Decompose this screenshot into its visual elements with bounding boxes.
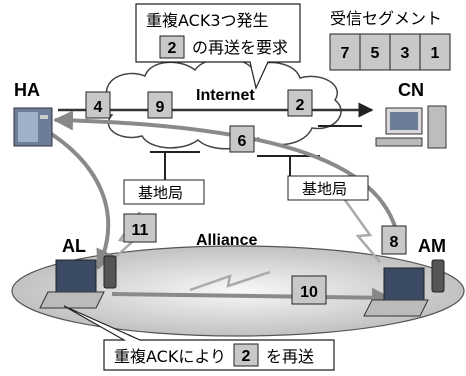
callout-top-line1: 重複ACK3つ発生: [146, 11, 269, 30]
am-label: AM: [418, 236, 446, 256]
svg-text:4: 4: [94, 99, 103, 116]
al-label: AL: [62, 236, 86, 256]
packet-2: 2: [287, 89, 313, 117]
routes: [43, 102, 402, 308]
svg-text:9: 9: [156, 99, 165, 116]
svg-text:8: 8: [390, 234, 399, 251]
callout-bottom: 重複ACKにより 2 を再送: [63, 305, 335, 371]
callout-bottom-line1: 重複ACKにより: [114, 347, 226, 366]
packet-4: 4: [85, 91, 111, 119]
base-station-box-left: [123, 179, 205, 205]
recv-title: 受信セグメント: [330, 9, 442, 28]
ha-label: HA: [14, 80, 40, 100]
route-10: [111, 287, 392, 308]
cn-label: CN: [398, 80, 424, 100]
ha-computer-icon: [13, 107, 53, 147]
route-11: [43, 128, 115, 270]
packet-8: 8: [381, 225, 407, 255]
callout-bottom-seq: 2: [242, 348, 251, 365]
svg-text:2: 2: [296, 97, 305, 114]
callout-top-line2: の再送を要求: [192, 38, 288, 57]
am-laptop-icon: [363, 259, 445, 317]
packet-9: 9: [147, 91, 173, 119]
recv-segment-0: 7: [341, 45, 350, 62]
base-station-box-right: [287, 175, 369, 201]
packet-11: 11: [123, 213, 157, 243]
route-6: [53, 110, 402, 253]
alliance-area: [11, 245, 465, 337]
svg-text:10: 10: [300, 284, 318, 301]
recv-segment-2: 3: [401, 45, 410, 62]
callout-top: 重複ACK3つ発生 2 の再送を要求: [135, 3, 301, 90]
callout-top-seq: 2: [168, 40, 177, 57]
recv-segment-1: 5: [371, 45, 380, 62]
recv-segment-3: 1: [431, 45, 440, 62]
internet-label: Internet: [196, 87, 255, 104]
alliance-label: Alliance: [196, 232, 257, 249]
base-station-left: 基地局: [138, 184, 183, 202]
svg-text:11: 11: [132, 222, 149, 239]
base-station-right: 基地局: [302, 180, 347, 198]
al-laptop-icon: [39, 255, 117, 309]
packet-6: 6: [229, 125, 255, 153]
cn-computer-icon: [375, 105, 447, 149]
svg-text:6: 6: [238, 133, 247, 150]
packet-10: 10: [291, 275, 327, 305]
callout-bottom-line2: を再送: [266, 347, 314, 366]
recv-segments: 7 5 3 1: [329, 33, 451, 71]
